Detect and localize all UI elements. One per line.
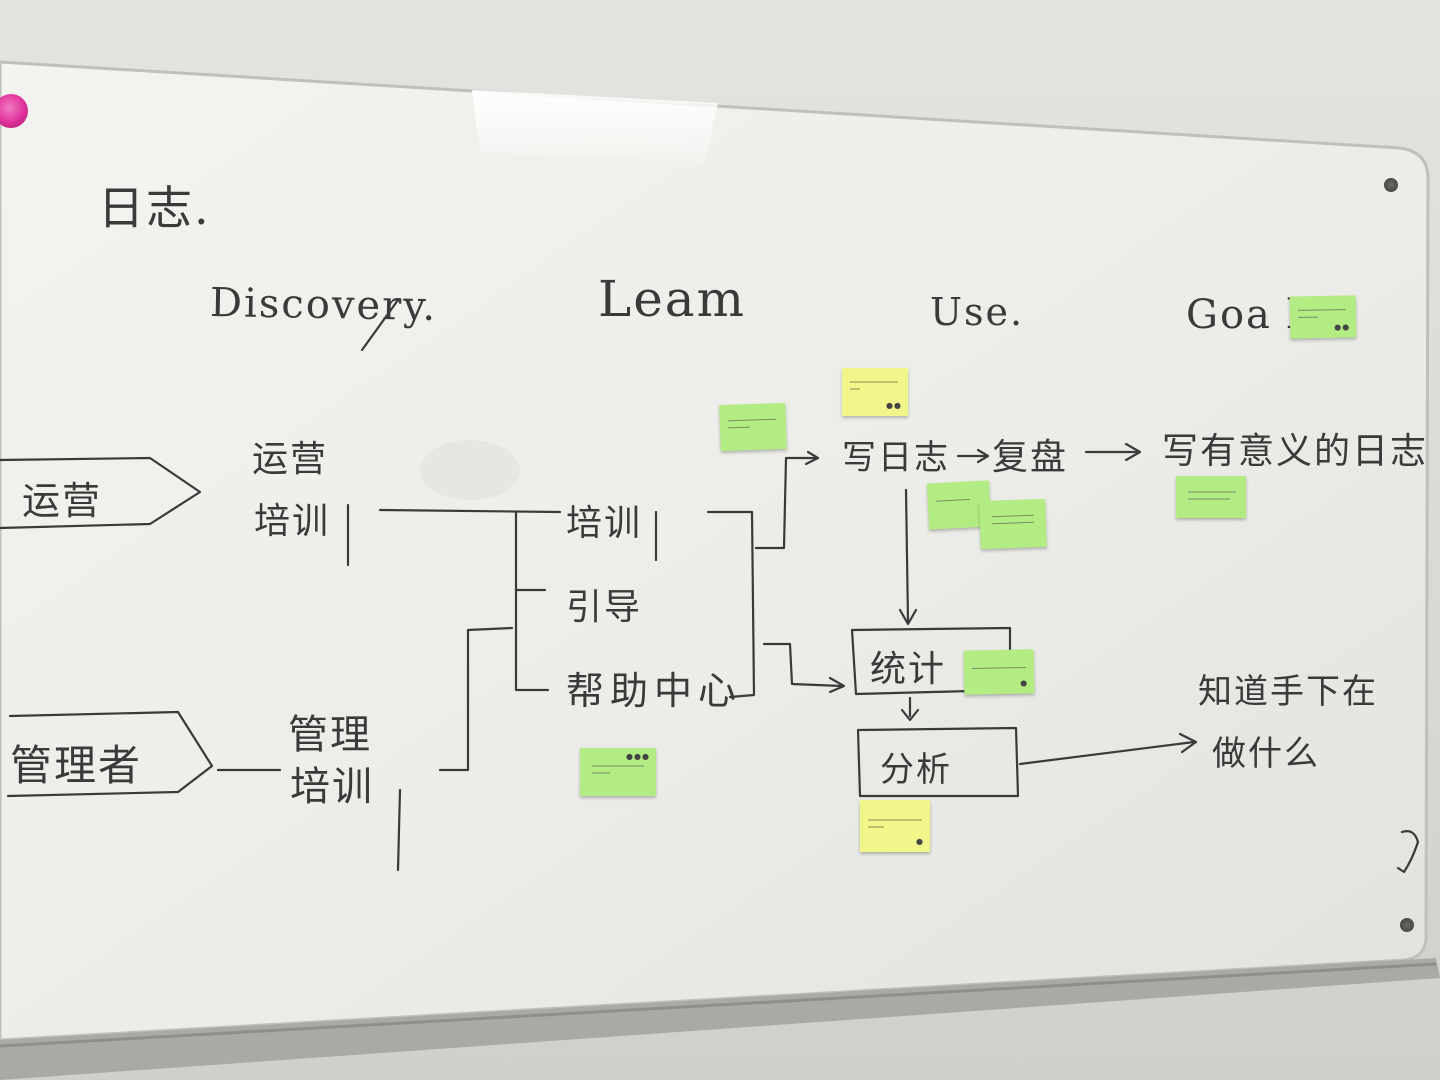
stage-learn: Leam [598,270,747,328]
sticky-note-review-2[interactable] [979,498,1047,550]
operations-arrow-shape [0,456,202,530]
sticky-dots-icon: ●●● [626,752,650,761]
sticky-dots-icon: ● [916,837,924,847]
learn-help-center: 帮助中心 [566,669,743,713]
sticky-scribble [592,765,644,774]
sticky-scribble [727,418,776,429]
board-title: 日志. [98,181,211,235]
marker-tray [0,958,1440,1080]
use-review: 复盘 [992,437,1069,478]
sticky-note-help-center[interactable]: ●●● [580,748,656,796]
use-statistics: 统计 [870,649,947,690]
learn-training: 培训 [566,503,643,544]
sticky-scribble [1188,491,1236,500]
sticky-note-goal-mid[interactable] [1176,476,1246,518]
actor-manager: 管理者 [10,741,143,790]
goal-know-line2: 做什么 [1212,734,1320,774]
learn-guide: 引导 [566,587,643,628]
sticky-note-analysis[interactable]: ● [860,800,930,852]
sticky-note-statistics[interactable]: ● [963,649,1035,695]
stage-use: Use. [930,290,1025,334]
sticky-dots-icon: ●● [886,401,902,411]
sticky-note-goal[interactable]: ●● [1289,295,1357,339]
stage-discovery: Discovery. [209,280,438,330]
actor-operations: 运营 [22,479,103,523]
discovery-manager-line1: 管理 [288,712,372,758]
sticky-scribble [1297,309,1346,318]
pink-magnet[interactable] [0,94,28,128]
sticky-note-review-1[interactable] [926,480,992,530]
sticky-scribble [991,514,1034,525]
board-surface [0,60,1430,1042]
sticky-scribble [935,498,970,502]
use-analysis: 分析 [880,750,952,790]
sticky-scribble [850,381,898,390]
discovery-manager-line2: 培训 [290,764,374,810]
use-write-log: 写日志 [842,438,950,478]
sticky-note-learn-top[interactable] [719,402,787,452]
goal-know-line1: 知道手下在 [1198,672,1378,712]
light-reflection [472,90,718,162]
manager-arrow-shape [6,710,214,798]
sticky-dots-icon: ● [1020,678,1029,688]
sticky-note-use-top[interactable]: ●● [842,368,908,416]
analysis-box [856,726,1020,798]
screw-bottom-right [1400,918,1414,932]
discovery-operations-line1: 运营 [252,439,329,480]
screw-top-right [1384,178,1398,192]
sticky-dots-icon: ●● [1334,322,1351,333]
goal-meaningful-log: 写有意义的日志 [1162,431,1429,472]
sticky-scribble [868,819,922,828]
sticky-scribble [971,667,1026,669]
discovery-operations-line2: 培训 [254,501,331,542]
signature [1396,830,1420,874]
